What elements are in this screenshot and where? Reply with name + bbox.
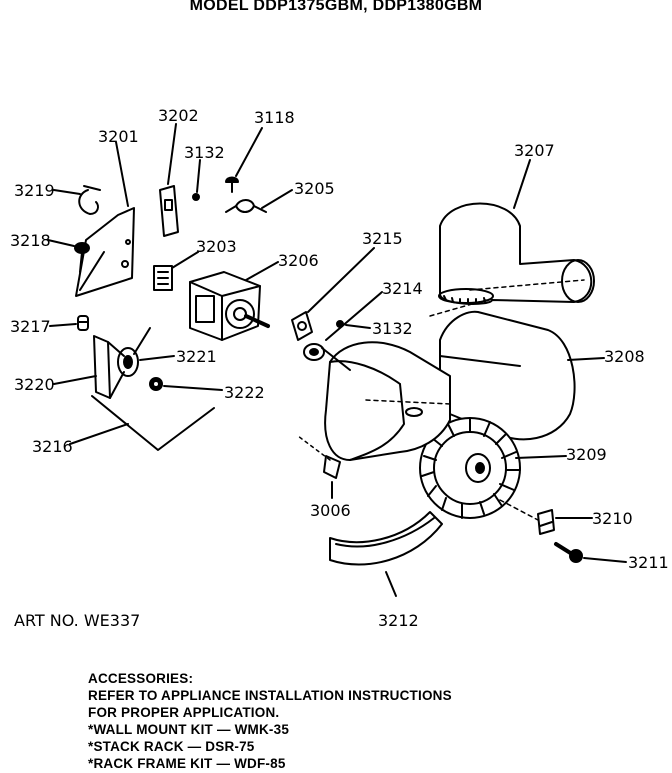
accessories-title: ACCESSORIES: [88, 671, 194, 686]
part-3211-bolt [554, 542, 583, 563]
label-3211: 3211 [628, 553, 669, 572]
part-3215-gasket [291, 311, 313, 341]
label-3218: 3218 [10, 231, 51, 250]
part-3210-bracket [499, 499, 555, 535]
art-number: ART NO. WE337 [14, 611, 141, 630]
label-3216: 3216 [32, 437, 73, 456]
label-3006: 3006 [310, 501, 351, 520]
part-3217-screw [77, 315, 89, 331]
part-3203-connector [153, 265, 173, 291]
model-header: MODEL DDP1375GBM, DDP1380GBM [189, 0, 483, 14]
label-3220: 3220 [14, 375, 55, 394]
part-3132-screw-top [192, 193, 200, 201]
label-3205: 3205 [294, 179, 335, 198]
part-3201-bracket [75, 207, 135, 297]
label-3215: 3215 [362, 229, 403, 248]
label-3209: 3209 [566, 445, 607, 464]
part-3006-screw [297, 435, 341, 479]
part-3205-clamp [225, 199, 267, 213]
part-3212-cover [329, 511, 443, 566]
part-3208-duct [429, 299, 576, 441]
label-3118: 3118 [254, 108, 295, 127]
label-3217: 3217 [10, 317, 51, 336]
label-3208: 3208 [604, 347, 645, 366]
part-3118-rivet [225, 176, 239, 193]
part-blower-housing [324, 341, 451, 461]
part-3207-duct [438, 202, 595, 305]
part-3206-motor [189, 271, 270, 341]
part-3222-washer [149, 377, 163, 391]
part-3202-plate [159, 185, 179, 237]
part-3132-screw-middle [336, 320, 344, 328]
label-3219: 3219 [14, 181, 55, 200]
part-3220-belt [93, 335, 125, 399]
label-3206: 3206 [278, 251, 319, 270]
part-3219-clip [78, 185, 101, 215]
part-3216-arm [91, 395, 215, 451]
label-3203: 3203 [196, 237, 237, 256]
part-3221-pulley [117, 327, 151, 377]
accessories-note-line-1: REFER TO APPLIANCE INSTALLATION INSTRUCT… [88, 688, 452, 703]
label-3207: 3207 [514, 141, 555, 160]
label-3212: 3212 [378, 611, 419, 630]
accessory-item: *WALL MOUNT KIT — WMK-35 [88, 722, 290, 737]
label-3132-middle: 3132 [372, 319, 413, 338]
accessory-item: *STACK RACK — DSR-75 [88, 739, 255, 754]
accessory-item: *RACK FRAME KIT — WDF-85 [88, 756, 286, 771]
label-3201: 3201 [98, 127, 139, 146]
part-3218-nut [74, 242, 90, 273]
label-3221: 3221 [176, 347, 217, 366]
part-3209-blower-wheel [419, 417, 521, 519]
label-3202: 3202 [158, 106, 199, 125]
part-3214-bearing [303, 343, 351, 371]
label-3214: 3214 [382, 279, 423, 298]
label-3132-top: 3132 [184, 143, 225, 162]
accessories-note-line-2: FOR PROPER APPLICATION. [88, 705, 280, 720]
label-3210: 3210 [592, 509, 633, 528]
accessories-block: ACCESSORIES: REFER TO APPLIANCE INSTALLA… [88, 670, 452, 772]
label-3222: 3222 [224, 383, 265, 402]
